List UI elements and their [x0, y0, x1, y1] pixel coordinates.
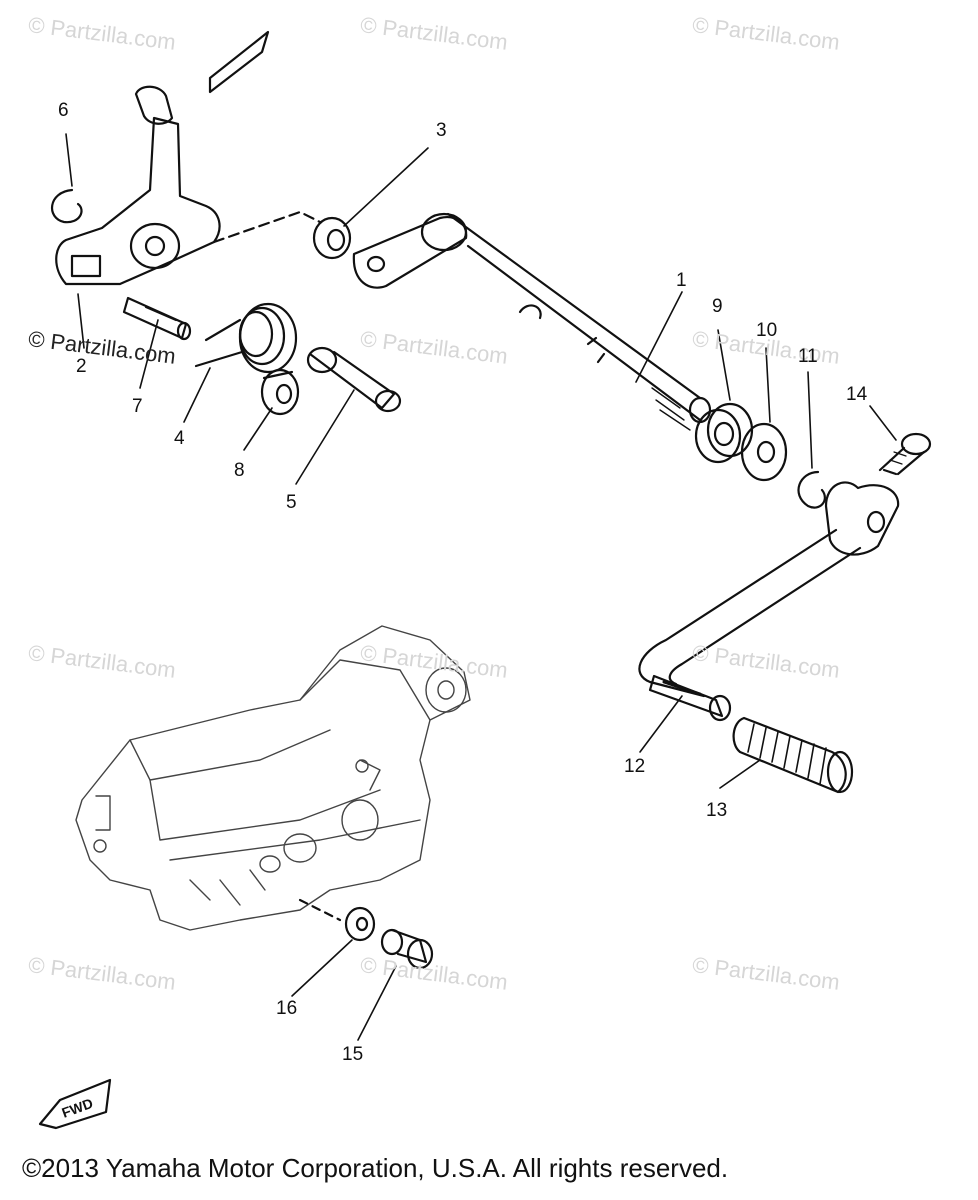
circlip-part-6: [50, 188, 83, 224]
roller-part-5: [306, 346, 402, 413]
callout-8: 8: [234, 460, 245, 481]
copyright-notice: ©2013 Yamaha Motor Corporation, U.S.A. A…: [22, 1153, 729, 1183]
pin-part-7: [122, 296, 192, 341]
circlip-part-11: [797, 470, 826, 509]
callout-4: 4: [174, 428, 185, 449]
callout-15: 15: [342, 1044, 364, 1065]
callout-13: 13: [706, 800, 728, 821]
bushing-part-9: [694, 402, 754, 464]
callout-1: 1: [676, 270, 687, 291]
shift-lever-arm-part: [55, 30, 270, 286]
callout-14: 14: [846, 384, 868, 405]
pedal-rubber-part-13: [732, 716, 854, 794]
callout-6: 6: [58, 100, 69, 121]
callout-9: 9: [712, 296, 723, 317]
washer-part-16: [344, 906, 376, 942]
oil-seal-part-3: [312, 216, 352, 260]
callout-10: 10: [756, 320, 778, 341]
leader-lines: [65, 133, 897, 1041]
shift-shaft-part-1: [352, 212, 712, 431]
callout-3: 3: [436, 120, 447, 141]
forward-arrow-icon: [38, 1078, 112, 1130]
callout-5: 5: [286, 492, 297, 513]
washer-part-10: [740, 422, 788, 482]
torsion-spring-part-4: [194, 302, 298, 374]
bolt-part-14: [878, 432, 932, 476]
callout-7: 7: [132, 396, 143, 417]
callout-2: 2: [76, 356, 87, 377]
bolt-part-15: [380, 928, 434, 970]
collar-part-8: [260, 368, 300, 416]
callout-11: 11: [798, 346, 818, 367]
callout-12: 12: [624, 756, 646, 777]
engine-case-illustration: [75, 625, 471, 931]
callout-16: 16: [276, 998, 298, 1019]
shift-pedal-part: [638, 481, 900, 722]
